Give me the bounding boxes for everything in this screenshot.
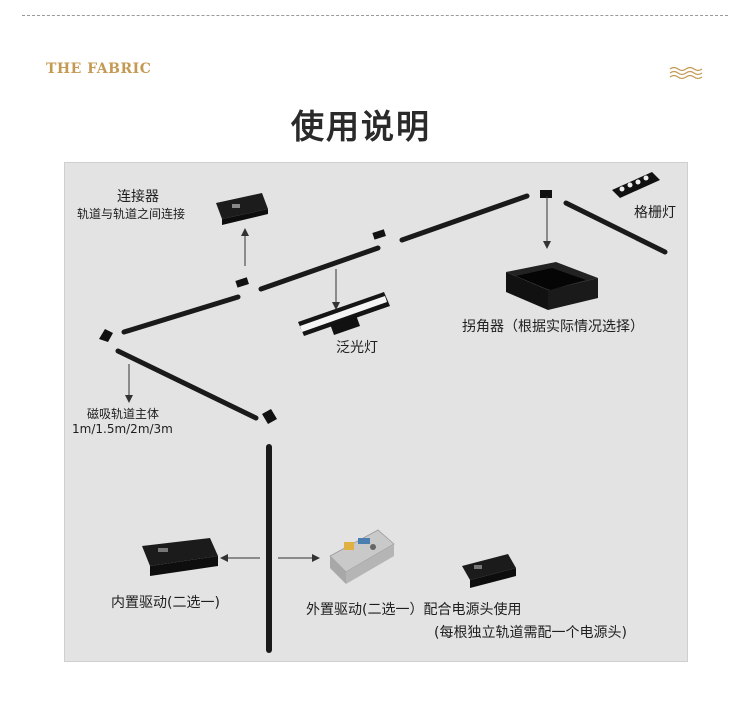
top-dashed-divider <box>22 15 728 16</box>
connector-label: 连接器 <box>117 189 159 205</box>
track-lengths-label: 1m/1.5m/2m/3m <box>72 422 173 436</box>
internal-driver-image <box>142 538 218 576</box>
track-body-label: 磁吸轨道主体 <box>87 407 160 421</box>
track-corner-left <box>99 329 113 342</box>
flood-light-image <box>298 292 390 336</box>
track-joint-2 <box>372 229 386 240</box>
track-segment-lower-left <box>115 348 259 421</box>
track-segment-upper-1 <box>121 294 241 335</box>
track-segment-upper-3 <box>399 193 530 243</box>
grille-light-label: 格栅灯 <box>634 205 676 221</box>
track-corner-top-right <box>540 190 552 198</box>
flood-light-label: 泛光灯 <box>336 340 378 356</box>
grille-light-image <box>612 172 660 198</box>
track-corner-bottom <box>262 409 277 424</box>
connector-product-image <box>216 193 268 225</box>
brand-label: THE FABRIC <box>46 61 152 77</box>
external-driver-image <box>329 529 395 584</box>
power-head-note: (每根独立轨道需配一个电源头) <box>434 625 627 641</box>
corner-label: 拐角器（根据实际情况选择） <box>462 319 644 335</box>
page-title: 使用说明 <box>291 107 431 146</box>
external-driver-label: 外置驱动(二选一）配合电源头使用 <box>306 602 522 618</box>
wave-lines-icon <box>669 66 703 80</box>
power-head-image <box>462 554 516 588</box>
connector-description: 轨道与轨道之间连接 <box>77 207 186 221</box>
track-segment-right <box>563 200 668 255</box>
internal-driver-label: 内置驱动(二选一) <box>111 595 220 611</box>
corner-piece-image <box>506 262 598 310</box>
diagram-panel <box>64 162 688 662</box>
track-joint-1 <box>235 277 249 288</box>
track-segment-upper-2 <box>258 245 381 292</box>
